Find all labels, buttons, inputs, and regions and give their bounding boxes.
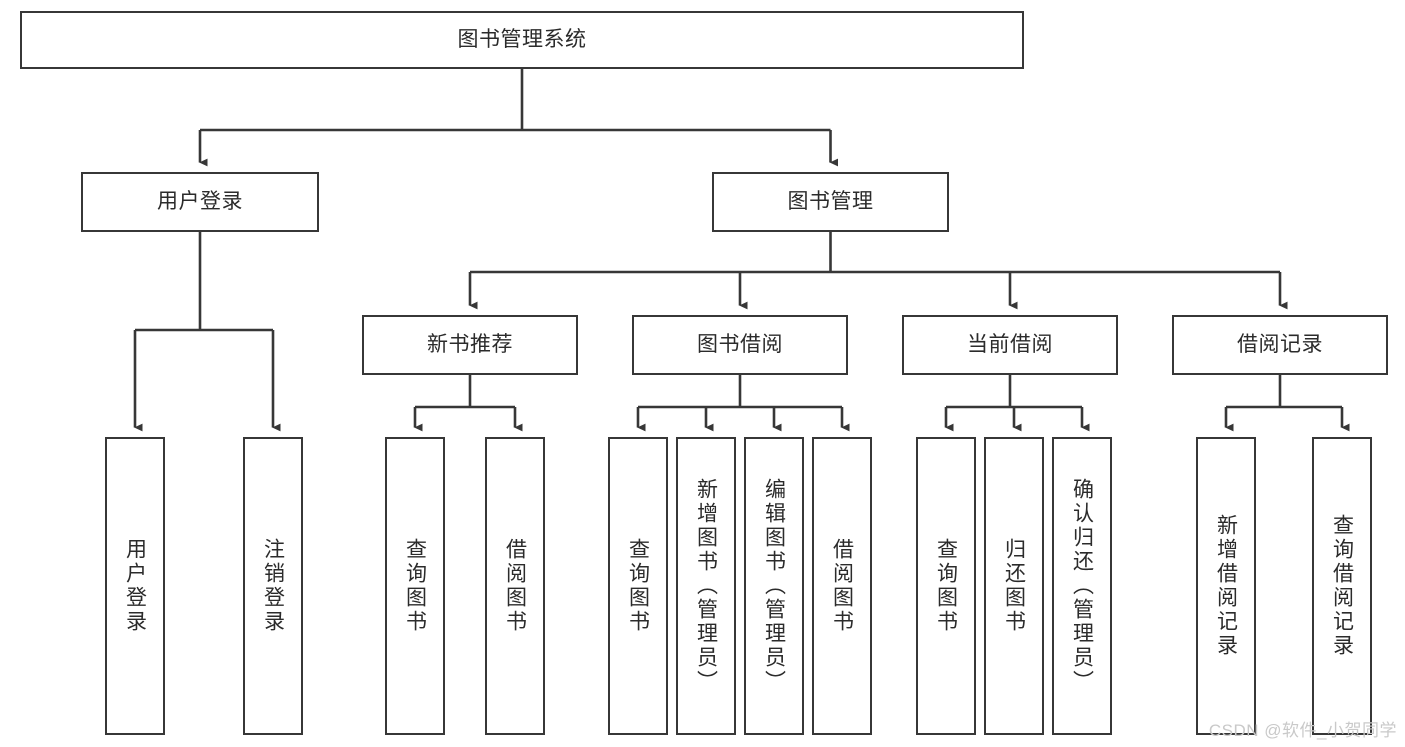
node-label: 新书推荐 [427, 332, 513, 356]
node-label: 注销登录 [261, 538, 285, 634]
node-label: 查询借阅记录 [1330, 514, 1354, 658]
node-new-book-recommend[interactable]: 新书推荐 [362, 315, 578, 375]
node-current-borrow[interactable]: 当前借阅 [902, 315, 1118, 375]
node-book-borrow[interactable]: 图书借阅 [632, 315, 848, 375]
node-leaf-edit-book[interactable]: 编辑图书（管理员） [744, 437, 804, 735]
node-leaf-logout[interactable]: 注销登录 [243, 437, 303, 735]
node-leaf-return-book[interactable]: 归还图书 [984, 437, 1044, 735]
node-label: 查询图书 [934, 538, 958, 634]
node-label: 借阅图书 [503, 538, 527, 634]
node-leaf-query-book-2[interactable]: 查询图书 [608, 437, 668, 735]
node-label: 新增图书（管理员） [694, 478, 718, 694]
node-leaf-add-record[interactable]: 新增借阅记录 [1196, 437, 1256, 735]
node-leaf-query-book-3[interactable]: 查询图书 [916, 437, 976, 735]
node-leaf-user-login[interactable]: 用户登录 [105, 437, 165, 735]
node-label: 用户登录 [123, 538, 147, 634]
node-label: 用户登录 [157, 189, 243, 213]
node-leaf-borrow-book-1[interactable]: 借阅图书 [485, 437, 545, 735]
node-label: 归还图书 [1002, 538, 1026, 634]
node-label: 图书借阅 [697, 332, 783, 356]
node-leaf-add-book[interactable]: 新增图书（管理员） [676, 437, 736, 735]
node-root[interactable]: 图书管理系统 [20, 11, 1024, 69]
node-label: 图书管理 [787, 189, 874, 213]
node-leaf-query-record[interactable]: 查询借阅记录 [1312, 437, 1372, 735]
node-label: 编辑图书（管理员） [762, 478, 786, 694]
node-leaf-borrow-book-2[interactable]: 借阅图书 [812, 437, 872, 735]
node-label: 新增借阅记录 [1214, 514, 1238, 658]
node-leaf-query-book-1[interactable]: 查询图书 [385, 437, 445, 735]
node-leaf-confirm-return[interactable]: 确认归还（管理员） [1052, 437, 1112, 735]
node-label: 确认归还（管理员） [1070, 478, 1094, 694]
node-book-management[interactable]: 图书管理 [712, 172, 949, 232]
node-label: 查询图书 [403, 538, 427, 634]
node-borrow-record[interactable]: 借阅记录 [1172, 315, 1388, 375]
node-label: 查询图书 [626, 538, 650, 634]
node-label: 图书管理系统 [457, 27, 587, 51]
node-user-login[interactable]: 用户登录 [81, 172, 319, 232]
node-label: 借阅记录 [1237, 332, 1323, 356]
node-label: 当前借阅 [967, 332, 1053, 356]
node-label: 借阅图书 [830, 538, 854, 634]
